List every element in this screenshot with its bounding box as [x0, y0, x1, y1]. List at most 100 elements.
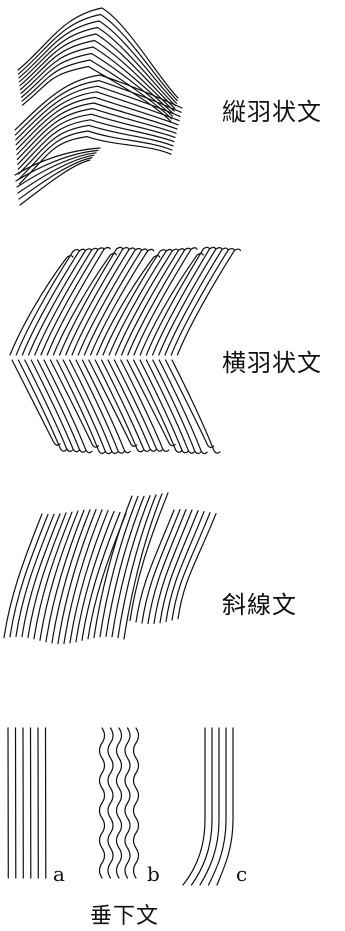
hanging-stroke-b [124, 727, 131, 879]
hanging-stroke-b [132, 727, 140, 879]
feather-stroke [107, 359, 157, 452]
feather-stroke [69, 359, 119, 455]
label-sub-c: c [236, 862, 248, 886]
feather-stroke [96, 255, 161, 356]
diagonal-stroke [45, 509, 85, 643]
feather-stroke [17, 7, 179, 99]
diagonal-stroke [27, 512, 67, 639]
diagonal-stroke [75, 510, 115, 643]
diagonal-stroke [57, 509, 97, 645]
feather-stroke [9, 255, 74, 356]
diagonal-stroke [99, 495, 139, 638]
feather-stroke [133, 359, 183, 453]
diagonal-stroke [153, 509, 193, 625]
feather-stroke [18, 130, 173, 180]
label-sub-a: a [53, 862, 65, 886]
feather-stroke [94, 359, 144, 453]
feather-stroke [18, 157, 93, 200]
diagonal-stroke [123, 493, 163, 640]
diagonal-stroke [141, 509, 181, 624]
feather-stroke [101, 359, 151, 453]
feather-stroke [62, 359, 112, 455]
feather-stroke [15, 248, 80, 356]
diagonal-stroke [177, 512, 217, 620]
diagonal-stroke [135, 509, 175, 623]
feather-stroke [18, 20, 177, 104]
feather-stroke [152, 359, 202, 455]
feather-stroke [17, 13, 178, 102]
feather-stroke [152, 246, 217, 356]
feather-stroke [18, 124, 174, 175]
diagonal-stroke [159, 510, 199, 624]
feather-stroke [88, 359, 138, 447]
vertical-feather-pattern [14, 7, 183, 206]
diagonal-stroke [9, 513, 49, 638]
feather-stroke [24, 359, 74, 452]
feather-stroke [108, 248, 173, 356]
diagonal-stroke [117, 494, 157, 639]
hanging-stroke-c [182, 727, 206, 886]
hanging-stroke-b [98, 727, 106, 879]
feather-stroke [17, 119, 175, 170]
feather-stroke [121, 248, 186, 356]
feather-stroke [170, 247, 235, 356]
feather-stroke [21, 59, 173, 120]
diagonal-stroke [3, 513, 43, 639]
diagonal-stroke [51, 509, 91, 644]
feather-stroke [19, 33, 176, 109]
feather-stroke [37, 359, 87, 453]
feather-stroke [46, 246, 111, 356]
feather-stroke [139, 359, 189, 454]
label-horizontal-feather: 横羽状文 [222, 349, 322, 377]
feather-stroke [21, 248, 86, 356]
label-diagonal: 斜線文 [222, 591, 297, 619]
feather-stroke [14, 74, 183, 131]
feather-stroke [90, 248, 155, 356]
feather-stroke [164, 247, 229, 356]
diagonal-stroke [33, 511, 73, 640]
diagonal-stroke [93, 495, 133, 639]
hanging-stroke-c [190, 727, 213, 886]
feather-stroke [126, 359, 176, 447]
feather-stroke [56, 359, 106, 455]
feather-stroke [145, 246, 210, 356]
feather-stroke [16, 107, 177, 160]
feather-stroke [43, 359, 93, 454]
diagonal-stroke [39, 510, 79, 641]
feather-stroke [102, 249, 167, 356]
feather-stroke [19, 39, 175, 112]
feather-stroke [17, 113, 176, 165]
diagonal-stroke [69, 509, 109, 644]
feather-stroke [127, 247, 192, 356]
feather-stroke [18, 26, 177, 107]
diagonal-stroke [111, 495, 151, 638]
feather-stroke [120, 359, 170, 453]
feather-stroke [16, 96, 179, 151]
feather-stroke [65, 246, 130, 356]
feather-stroke [28, 248, 93, 356]
diagonal-stroke [147, 509, 187, 625]
hanging-pattern [7, 727, 234, 886]
feather-stroke [176, 248, 241, 356]
feather-stroke [49, 359, 99, 448]
feather-stroke [158, 359, 208, 455]
feather-stroke [15, 149, 99, 182]
feather-stroke [114, 248, 179, 356]
feather-stroke [30, 359, 80, 453]
hanging-stroke-c [199, 727, 220, 886]
feather-stroke [14, 147, 101, 176]
feather-stroke [16, 152, 97, 188]
feather-stroke [171, 359, 221, 454]
feather-stroke [71, 247, 136, 356]
feather-stroke [34, 247, 99, 356]
feather-stroke [19, 159, 91, 206]
diagonal-stroke [171, 512, 211, 621]
feather-stroke [77, 247, 142, 356]
feather-stroke [52, 252, 117, 356]
diagonal-stroke [63, 509, 103, 645]
feather-stroke [17, 154, 95, 194]
feather-stroke [20, 52, 173, 117]
feather-stroke [158, 247, 223, 356]
feather-stroke [81, 359, 131, 454]
